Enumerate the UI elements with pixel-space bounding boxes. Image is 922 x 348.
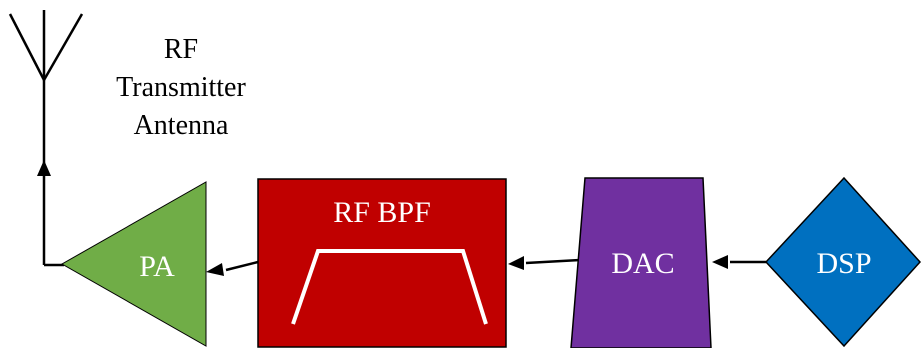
bandpass-response-icon — [291, 249, 488, 325]
dac-label: DAC — [611, 247, 674, 280]
antenna-icon — [8, 10, 84, 267]
arrow-bpf-to-pa — [206, 260, 259, 276]
dsp-block: DSP — [764, 176, 922, 348]
bpf-box — [257, 178, 507, 348]
antenna-feed-arrow — [37, 160, 51, 176]
dac-block: DAC — [570, 177, 712, 348]
antenna-label-line2: Transmitter — [116, 72, 246, 103]
dsp-diamond — [764, 176, 922, 348]
arrow-dsp-to-dac — [712, 255, 766, 269]
antenna-label-line1: RF — [164, 34, 198, 65]
pa-block: PA — [60, 181, 207, 347]
pa-triangle — [60, 181, 207, 347]
bpf-label: RF BPF — [333, 196, 431, 229]
bpf-block: RF BPF — [257, 178, 507, 348]
dac-trapezoid — [570, 177, 712, 348]
arrow-dac-to-bpf — [508, 256, 581, 270]
antenna-label-line3: Antenna — [134, 110, 229, 141]
dsp-label: DSP — [816, 247, 871, 280]
pa-label: PA — [139, 250, 175, 283]
